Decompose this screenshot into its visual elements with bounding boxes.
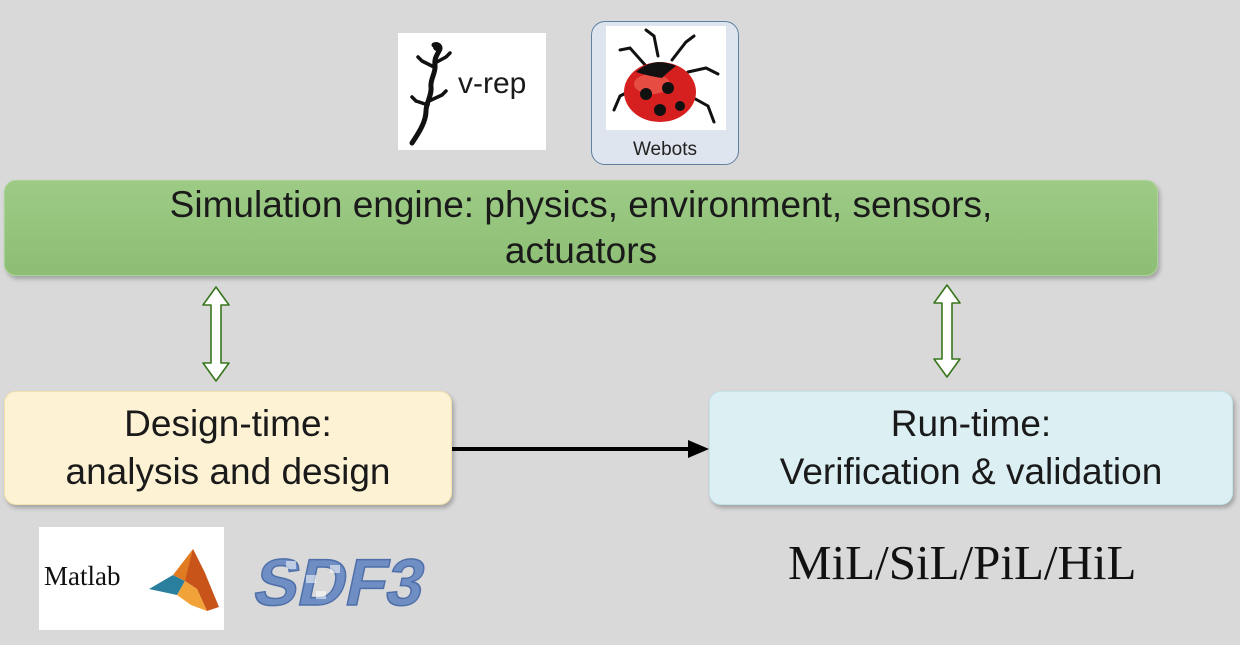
simulation-engine-box: Simulation engine: physics, environment,… xyxy=(4,180,1158,276)
ladybug-image xyxy=(606,26,726,130)
sdf3-logo: SDF3 xyxy=(246,535,433,625)
flow-arrow xyxy=(452,440,709,458)
test-levels-label: MiL/SiL/PiL/HiL xyxy=(788,535,1137,590)
design-line-1: Design-time: xyxy=(124,403,332,444)
vrep-logo: v-rep xyxy=(398,33,546,150)
webots-label: Webots xyxy=(632,139,698,160)
double-arrow-left xyxy=(202,286,230,382)
matlab-logo: Matlab xyxy=(39,527,224,630)
runtime-line-1: Run-time: xyxy=(890,403,1052,444)
gecko-icon xyxy=(409,42,452,146)
engine-line-1: Simulation engine: physics, environment,… xyxy=(169,184,993,225)
webots-logo: Webots xyxy=(591,21,739,165)
ladybug-icon xyxy=(612,28,720,124)
matlab-text: Matlab xyxy=(44,561,121,591)
sdf3-text: SDF3 xyxy=(248,547,432,620)
design-line-2: analysis and design xyxy=(65,451,391,492)
sdf3-logo-image: SDF3 xyxy=(247,546,433,621)
runtime-line-2: Verification & validation xyxy=(779,451,1163,492)
design-time-box: Design-time: analysis and design xyxy=(4,391,452,505)
run-time-box: Run-time: Verification & validation xyxy=(709,391,1233,505)
engine-line-2: actuators xyxy=(504,230,658,271)
double-arrow-right xyxy=(933,284,961,378)
matlab-membrane-icon xyxy=(149,549,219,611)
vrep-text: v-rep xyxy=(458,67,527,100)
